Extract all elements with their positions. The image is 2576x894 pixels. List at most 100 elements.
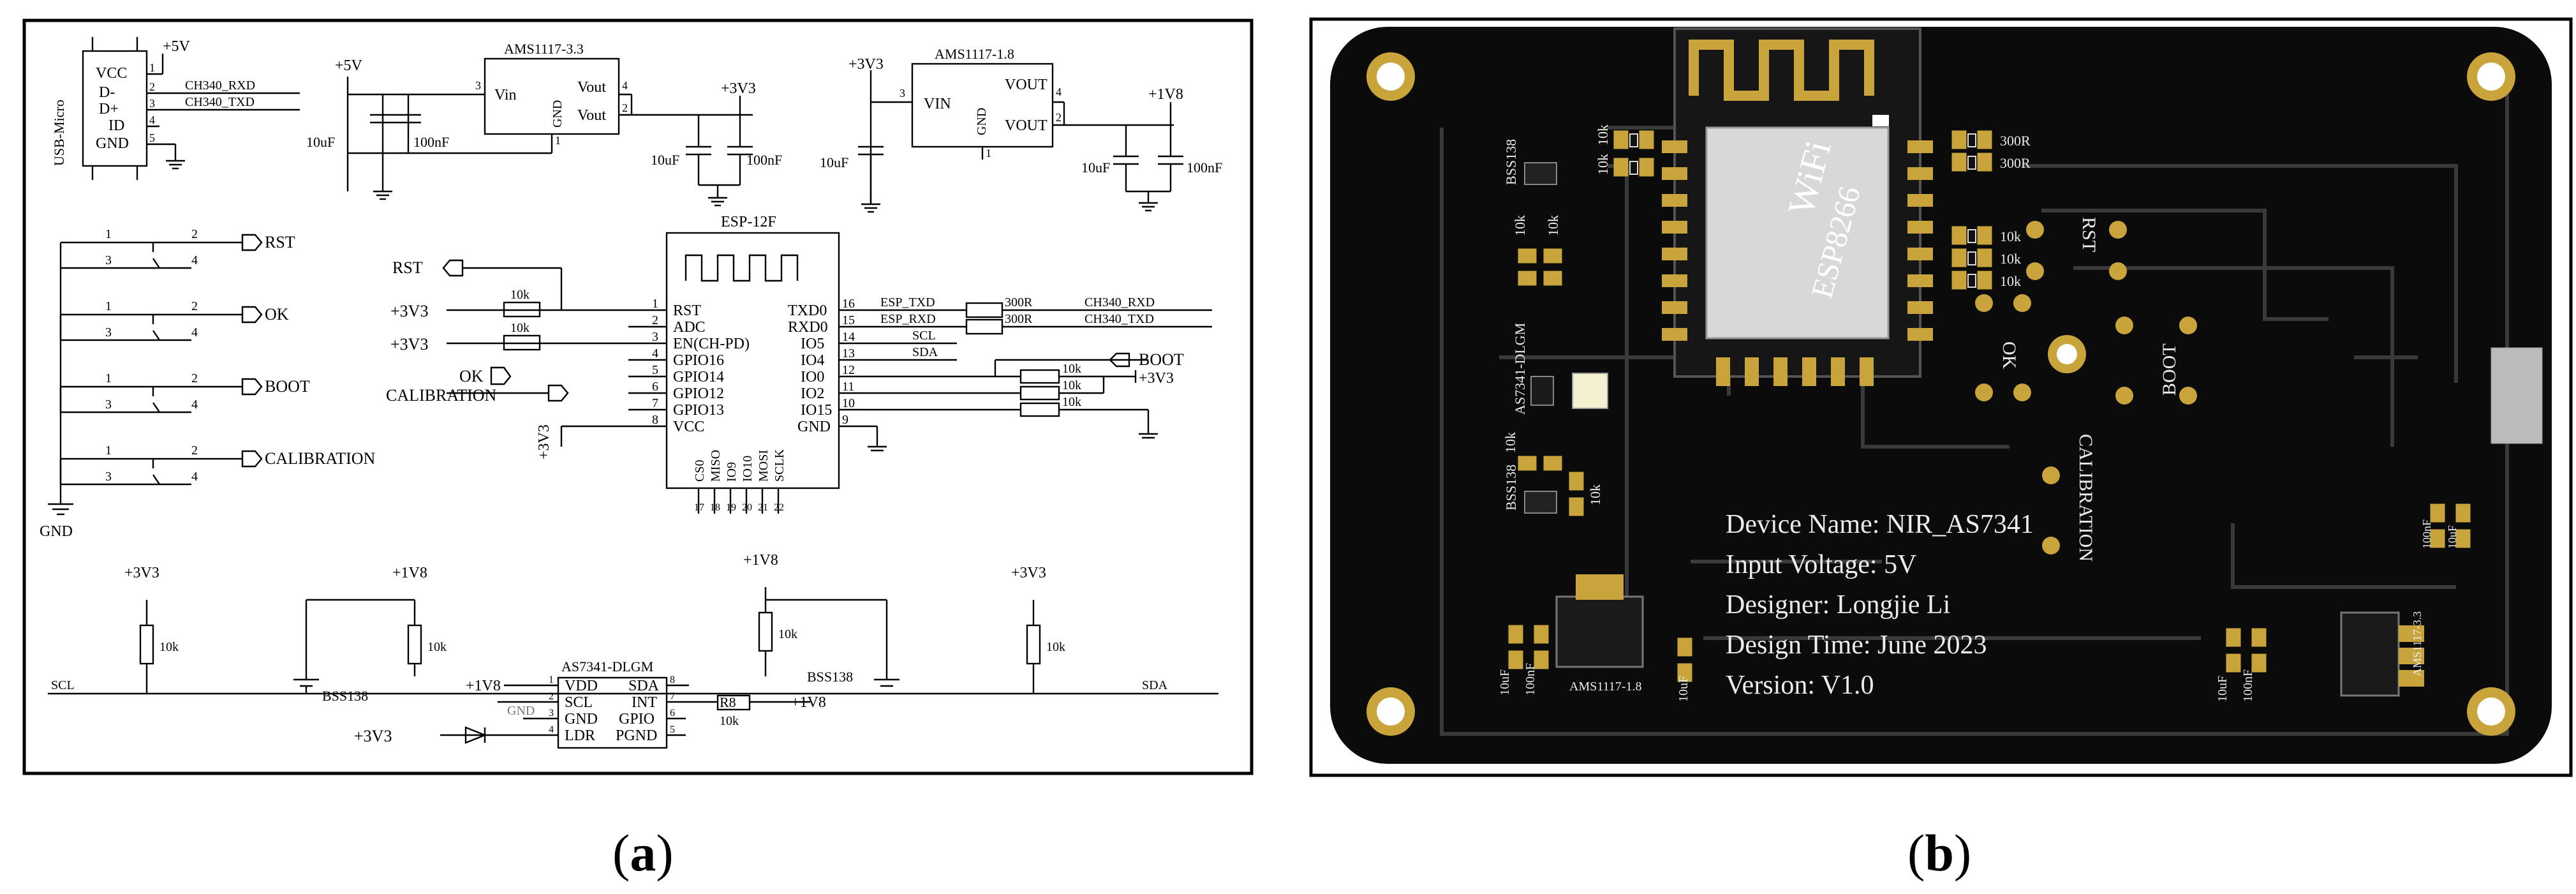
res-io-b: 10k xyxy=(1062,378,1081,392)
esp-right-9: GND xyxy=(797,419,831,435)
net-gnd-buttons: GND xyxy=(40,523,73,540)
res-esp-b: 10k xyxy=(510,321,529,335)
res-s4: 10k xyxy=(1046,640,1065,654)
usb-name: USB-Micro xyxy=(51,100,67,166)
sensor-rnum-8: 8 xyxy=(670,674,675,685)
btn-cal-pin2: 2 xyxy=(191,443,198,458)
reg33-vout1: Vout xyxy=(577,79,606,96)
esp-rnum-13: 13 xyxy=(842,346,855,361)
esp-left-6: GPIO12 xyxy=(673,385,724,402)
usb-num-3: 3 xyxy=(149,97,155,110)
label-cal-flag: CALIBRATION xyxy=(386,386,497,405)
esp-right-16: TXD0 xyxy=(788,302,827,319)
silk-10k-r3: 10k xyxy=(2000,273,2021,289)
esp-bnum-22: 22 xyxy=(774,502,784,513)
sensor-right-8: SDA xyxy=(628,678,660,694)
esp-name: ESP-12F xyxy=(721,214,776,230)
btn-boot-pin2: 2 xyxy=(191,371,198,385)
silk-as7341: AS7341-DLGM xyxy=(1512,323,1528,415)
reg33-p1: 1 xyxy=(555,134,561,147)
btn-boot-pin4: 4 xyxy=(191,398,198,412)
net-5v-usb: +5V xyxy=(163,38,191,55)
esp-lnum-4: 4 xyxy=(652,346,658,361)
esp-left-3: EN(CH-PD) xyxy=(673,336,750,352)
btn-boot-label: BOOT xyxy=(265,377,310,396)
net-esp-txd: ESP_TXD xyxy=(880,295,935,309)
esp-left-8: VCC xyxy=(673,419,704,435)
net-1v8-r8: +1V8 xyxy=(791,694,826,711)
esp-bnum-18: 18 xyxy=(710,502,720,513)
sensor-lnum-1: 1 xyxy=(549,674,554,685)
schematic-panel: USB-Micro VCC D- D+ ID GND 1 2 3 4 5 +5V… xyxy=(22,19,1254,775)
esp-lnum-5: 5 xyxy=(652,363,658,377)
esp-right-11: IO2 xyxy=(801,385,824,402)
usb-pin-4: ID xyxy=(108,117,124,134)
cap-10u-a: 10uF xyxy=(306,134,335,150)
net-1v8-s2: +1V8 xyxy=(743,552,778,569)
esp-rnum-10: 10 xyxy=(842,396,855,410)
esp-right-15: RXD0 xyxy=(788,319,828,336)
cap-10u-d: 10uF xyxy=(1081,160,1110,175)
sensor-lnum-4: 4 xyxy=(549,724,554,735)
reg33-gnd: GND xyxy=(551,100,565,128)
net-ch340-txd-2: CH340_TXD xyxy=(1084,312,1154,326)
net-3v3-esp-a: +3V3 xyxy=(390,302,428,320)
cap-100n-d: 100nF xyxy=(1187,160,1222,175)
cap-100n-a: 100nF xyxy=(413,134,449,150)
btn-boot-pin1: 1 xyxy=(105,371,112,385)
res-300-a: 300R xyxy=(1005,295,1033,309)
sensor-left-1: VDD xyxy=(565,678,598,694)
caption-b-letter: b xyxy=(1925,824,1954,882)
caption-a-letter: a xyxy=(630,824,656,882)
btn-ok-pin3: 3 xyxy=(105,325,112,339)
btn-cal-pin3: 3 xyxy=(105,470,112,484)
net-scl-line: SCL xyxy=(51,678,75,692)
net-3v3-s1: +3V3 xyxy=(124,565,159,581)
usb-pin-1: VCC xyxy=(96,65,127,82)
reg18-vin: VIN xyxy=(924,96,951,112)
pcb-panel: WiFi ESP8266 xyxy=(1309,17,2573,777)
caption-b: (b) xyxy=(1907,823,1971,883)
designer-line: Designer: Longjie Li xyxy=(1726,590,1950,620)
sensor-rnum-7: 7 xyxy=(670,691,675,702)
design-time-line: Design Time: June 2023 xyxy=(1726,630,1987,660)
silk-reg18: AMS1117-1.8 xyxy=(1569,680,1642,694)
esp-lnum-8: 8 xyxy=(652,413,658,427)
silk-10uf-d: 10uF xyxy=(2446,525,2459,549)
esp-rnum-11: 11 xyxy=(842,380,854,394)
cap-10u-c: 10uF xyxy=(820,154,848,170)
reg18-gnd: GND xyxy=(975,108,989,135)
reg33-p2: 2 xyxy=(622,101,628,114)
caption-a-close: ) xyxy=(656,824,674,882)
sensor-left-4: LDR xyxy=(565,727,595,744)
esp-lnum-1: 1 xyxy=(652,297,658,311)
sensor-left-2: SCL xyxy=(565,694,593,711)
silk-300r-a: 300R xyxy=(2000,133,2031,149)
esp-bnum-21: 21 xyxy=(758,502,768,513)
usb-num-5: 5 xyxy=(149,131,155,144)
btn-ok-pin4: 4 xyxy=(191,325,198,339)
reg18-p1: 1 xyxy=(986,147,991,160)
usb-num-1: 1 xyxy=(149,61,155,74)
btn-ok-label: OK xyxy=(265,305,289,324)
btn-cal-pin4: 4 xyxy=(191,470,198,484)
reg18-vout2: VOUT xyxy=(1005,117,1047,134)
esp-left-2: ADC xyxy=(673,319,706,336)
net-ch340-rxd-2: CH340_RXD xyxy=(1084,295,1155,309)
esp8266-module: WiFi ESP8266 xyxy=(1662,27,1933,386)
res-r8-value: 10k xyxy=(720,714,739,728)
esp-bnum-19: 19 xyxy=(726,502,736,513)
silk-rst: RST xyxy=(2078,217,2099,252)
net-sda-line: SDA xyxy=(1142,678,1168,692)
silk-100nf-d: 100nF xyxy=(2420,519,2433,549)
sensor-lnum-2: 2 xyxy=(549,691,554,702)
silk-10uf-b: 10uF xyxy=(1677,676,1691,702)
sensor-left-3: GND xyxy=(565,711,598,727)
esp-bnum-17: 17 xyxy=(694,502,704,513)
usb-pin-3: D+ xyxy=(99,101,119,117)
sensor-right-6: GPIO xyxy=(619,711,655,727)
usb-num-2: 2 xyxy=(149,80,155,93)
esp-lnum-6: 6 xyxy=(652,380,658,394)
esp-left-5: GPIO14 xyxy=(673,369,724,385)
silk-10uf-a: 10uF xyxy=(1498,669,1512,696)
